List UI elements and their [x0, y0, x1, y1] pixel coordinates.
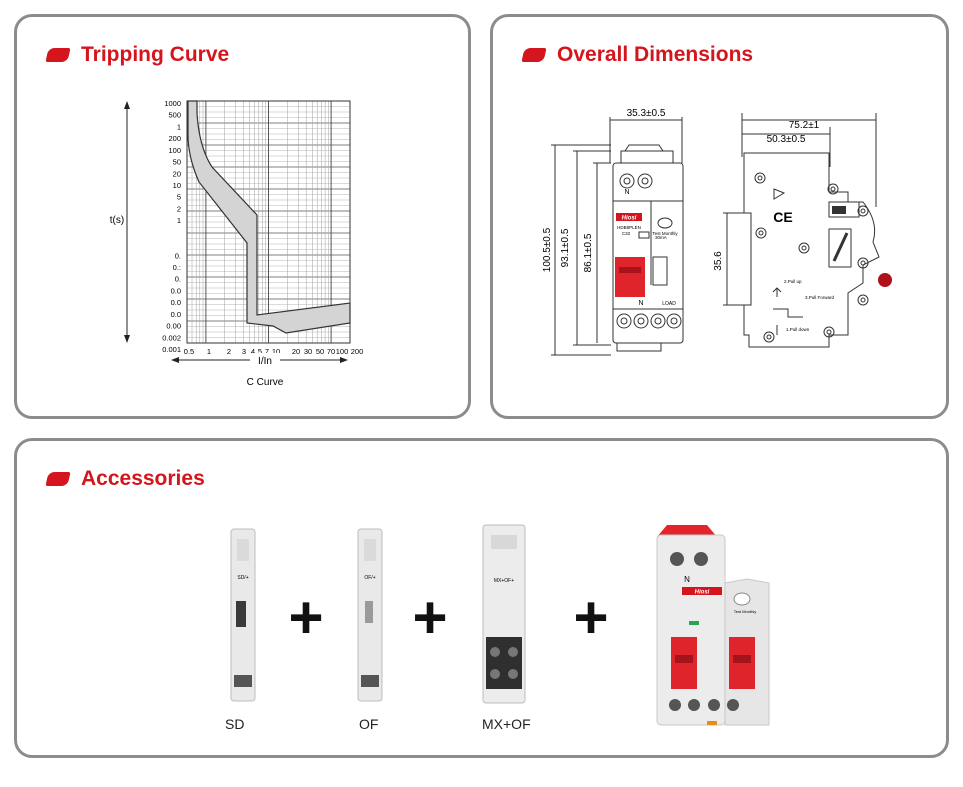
y-axis-label: t(s) [110, 215, 124, 226]
front-handle [615, 257, 645, 297]
dim-front-height-inner: 86.1±0.5 [583, 233, 594, 272]
y-tick-label: 0. [175, 251, 181, 260]
of-module-text: OF/+ [364, 575, 375, 581]
y-tick-label: 0. [175, 275, 181, 284]
dim-side-depth-body: 50.3±0.5 [767, 134, 806, 145]
accessory-label-of: OF [359, 716, 379, 732]
side-terminal [832, 206, 846, 214]
x-tick-label: 100 [336, 347, 349, 356]
front-rating-text: C32 [622, 231, 631, 236]
overall-dimensions-panel: Overall Dimensions [490, 14, 949, 419]
curve-frame [186, 100, 351, 344]
y-tick-label: 200 [168, 134, 181, 143]
tripping-curve-title: Tripping Curve [45, 41, 229, 69]
side-pull-up-text: 2.Pull up [784, 279, 802, 284]
y-tick-label: 10 [173, 181, 181, 190]
front-n-top-text: N [624, 189, 629, 196]
x-arrow-right-icon [340, 357, 348, 363]
x-tick-label: 50 [316, 347, 324, 356]
y-tick-label: 1 [177, 216, 181, 225]
plus-icon: + [573, 584, 608, 651]
front-brand-plate [616, 213, 642, 221]
rcbo-breaker: Hiosi N Test Monthly [656, 525, 770, 726]
y-tick-label: 2 [177, 204, 181, 213]
dim-front-height-overall: 100.5±0.5 [542, 227, 553, 272]
front-sensitivity-text: 30mA [655, 235, 667, 240]
y-arrow-up-icon [124, 101, 130, 109]
y-tick-label: 0.0 [171, 286, 181, 295]
dim-side-depth-overall: 75.2±1 [789, 120, 820, 131]
front-test-text: Test Monthly [652, 231, 678, 236]
dim-side-rail: 35.6 [713, 251, 724, 271]
y-tick-label: 1 [177, 122, 181, 131]
x-axis-label: I/In [258, 356, 272, 367]
front-n-bottom-text: N [638, 300, 643, 307]
breaker-brand-text: Hiosi [695, 590, 710, 596]
front-view [551, 117, 684, 356]
x-tick-label: 20 [292, 347, 300, 356]
y-tick-label: 0.0 [171, 298, 181, 307]
front-handle-grip [619, 267, 641, 273]
x-tick-label: 200 [351, 347, 364, 356]
y-tick-label: 0.001 [162, 345, 181, 354]
accessory-label-mxof: MX+OF [482, 716, 531, 732]
mxof-module-text: MX+OF+ [494, 578, 514, 584]
curve-caption: C Curve [247, 377, 284, 388]
side-red-knob [878, 273, 892, 287]
x-tick-label: 70 [327, 347, 335, 356]
side-view [723, 113, 880, 348]
x-tick-label: 3 [242, 347, 246, 356]
dim-front-width: 35.3±0.5 [627, 108, 666, 119]
x-label-bg [250, 353, 280, 367]
y-tick-label: 0.002 [162, 333, 181, 342]
sd-module: SD/+ [230, 528, 256, 702]
side-pull-down-text: 1.Pull down [786, 327, 810, 332]
accessories-title: Accessories [45, 465, 205, 493]
ce-mark: CE [773, 209, 792, 225]
y-tick-label: 0.00 [166, 322, 181, 331]
front-model-text: HDB8PLEN [617, 225, 641, 230]
front-brand-text: Hiosi [622, 216, 637, 222]
y-tick-label: 0.0 [171, 310, 181, 319]
side-window-stripe [832, 232, 849, 262]
y-tick-label: 100 [168, 146, 181, 155]
x-tick-label: 5 [258, 347, 262, 356]
breaker-n-text: N [684, 575, 690, 584]
y-arrow-down-icon [124, 335, 130, 343]
of-module: OF/+ [357, 528, 383, 702]
plus-icon: + [412, 584, 447, 651]
x-arrow-left-icon [171, 357, 179, 363]
tripping-curve-chart: 100050012001005020105210.0.:0.0.00.00.00… [110, 99, 363, 388]
x-tick-label: 4 [251, 347, 255, 356]
y-tick-label: 0.: [173, 263, 181, 272]
accessories-illustration: SD/+ OF/+ MX+OF+ + + + [230, 524, 770, 726]
y-tick-labels: 100050012001005020105210.0.:0.0.00.00.00… [162, 99, 181, 354]
x-tick-label: 1 [207, 347, 211, 356]
mxof-module: MX+OF+ [482, 524, 526, 704]
x-tick-label: 10 [272, 347, 280, 356]
y-tick-label: 50 [173, 158, 181, 167]
front-load-text: LOAD [662, 301, 676, 307]
x-tick-label: 30 [304, 347, 312, 356]
dim-front-height-body: 93.1±0.5 [560, 228, 571, 267]
tripping-band [187, 100, 351, 334]
accessories-panel: Accessories SD/+ OF/+ MX+OF+ + [14, 438, 949, 758]
x-tick-label: 7 [265, 347, 269, 356]
y-tick-label: 20 [173, 169, 181, 178]
y-tick-label: 1000 [164, 99, 181, 108]
x-tick-label: 0.5 [184, 347, 194, 356]
overall-dimensions-title: Overall Dimensions [521, 41, 753, 69]
x-tick-label: 2 [227, 347, 231, 356]
breaker-test-text: Test Monthly [734, 609, 756, 614]
accessory-label-sd: SD [225, 716, 245, 732]
side-pull-forward-text: 3.Pull Forward [805, 295, 835, 300]
y-tick-label: 500 [168, 111, 181, 120]
plus-icon: + [288, 584, 323, 651]
sd-module-text: SD/+ [237, 575, 248, 581]
y-tick-label: 5 [177, 193, 181, 202]
dimension-drawing: Hiosi HDB8PLEN C32 30mA Test Monthly N N… [542, 108, 892, 356]
